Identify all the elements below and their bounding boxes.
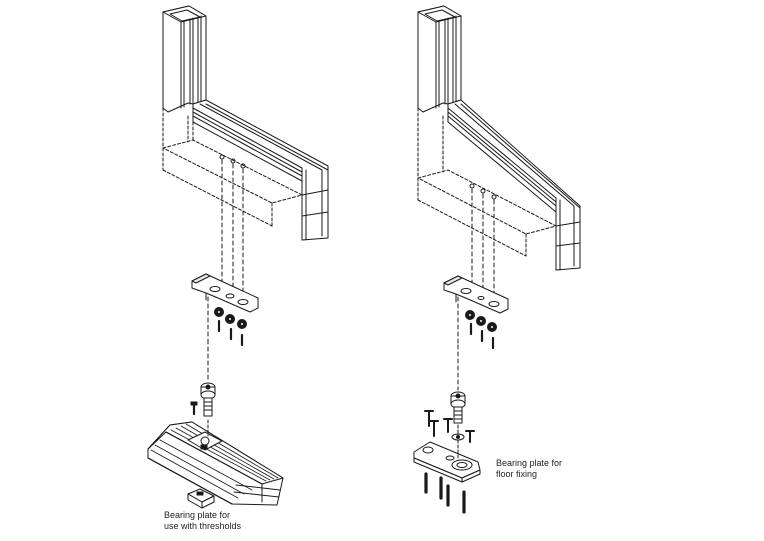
caption-threshold-line2: use with thresholds xyxy=(164,521,242,531)
right-washers xyxy=(465,310,497,332)
left-vertical-jamb xyxy=(162,5,207,113)
caption-floor-line1: Bearing plate for xyxy=(496,458,563,468)
left-pivot-bolt xyxy=(190,382,216,417)
right-fixing-screws xyxy=(424,410,475,443)
caption-floor-plate: Bearing plate for floor fixing xyxy=(496,458,562,480)
caption-floor-line2: floor fixing xyxy=(496,469,538,479)
left-bearing-block xyxy=(191,273,259,313)
left-washers xyxy=(214,307,247,329)
left-threshold-plate xyxy=(147,419,284,506)
left-small-screws xyxy=(217,319,244,347)
right-floor-anchors xyxy=(424,472,466,514)
right-assembly xyxy=(413,5,581,514)
right-bearing-block xyxy=(443,275,509,314)
right-small-screws xyxy=(469,322,495,350)
right-horizontal-profile xyxy=(417,99,581,271)
left-nut-block xyxy=(187,488,215,509)
right-vertical-jamb xyxy=(417,5,462,113)
left-assembly xyxy=(147,5,329,509)
caption-threshold-plate: Bearing plate for use with thresholds xyxy=(164,510,241,532)
caption-threshold-line1: Bearing plate for xyxy=(164,510,231,520)
right-floor-plate xyxy=(413,424,481,483)
right-pivot-bolt xyxy=(450,391,466,424)
left-horizontal-profile xyxy=(162,99,329,241)
right-guide-lines xyxy=(457,188,495,391)
left-guide-lines xyxy=(207,159,244,383)
